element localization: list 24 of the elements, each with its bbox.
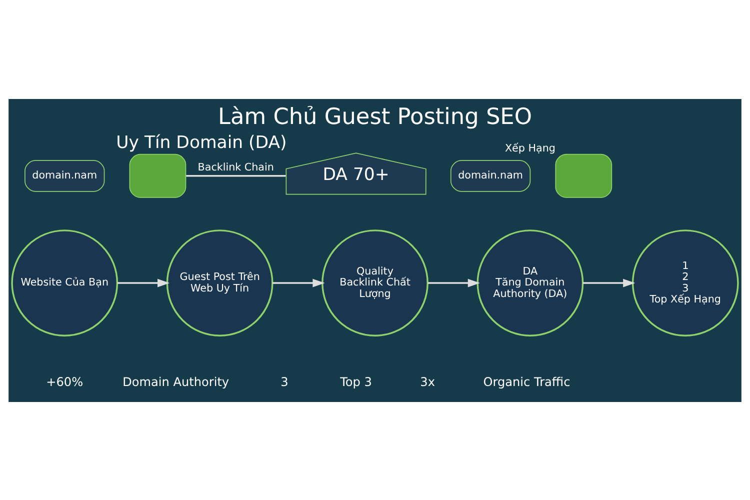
node-circle: 1 2 3 Top Xếp Hạng: [632, 229, 739, 336]
arrow: [428, 278, 480, 287]
edge-label: Backlink Chain: [198, 160, 274, 173]
node-box: domain.nam: [24, 159, 105, 192]
node-circle: Quality Backlink Chất Lượng: [322, 229, 428, 336]
node-label: Uy Tín Domain (DA): [116, 132, 287, 153]
node-circle: DA Tăng Domain Authority (DA): [476, 229, 584, 336]
label: 3x: [420, 374, 436, 389]
diagram-title: Làm Chủ Guest Posting SEO: [218, 103, 532, 130]
label: Top 3: [340, 374, 372, 389]
node-box: [129, 153, 186, 198]
label: Domain Authority: [122, 374, 230, 389]
label: 3: [280, 374, 288, 389]
connector: [186, 174, 286, 176]
arrow: [117, 278, 170, 287]
arrow: [272, 278, 325, 287]
label: +60%: [46, 374, 84, 389]
node-label: Xếp Hạng: [504, 142, 556, 154]
node-circle: Website Của Bạn: [11, 229, 118, 336]
node-box: [555, 153, 612, 198]
node-circle: Guest Post Trên Web Uy Tín: [166, 229, 274, 336]
arrow: [582, 278, 636, 287]
label: Organic Traffic: [483, 374, 570, 389]
node-box: domain.nam: [450, 159, 531, 192]
